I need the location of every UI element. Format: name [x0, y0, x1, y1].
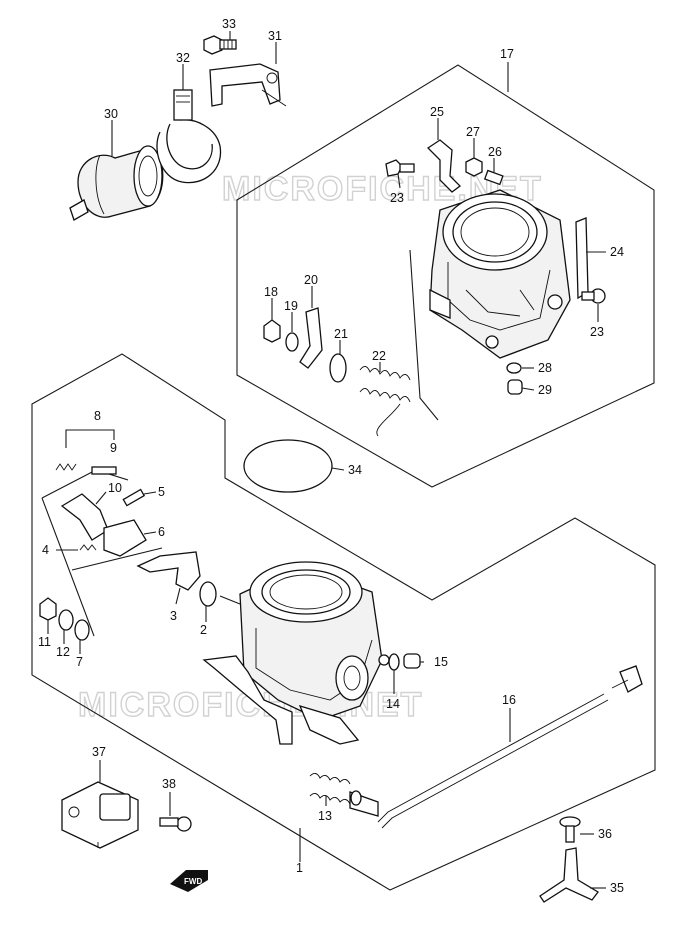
part-4-spring	[79, 544, 97, 551]
part-7-washer	[74, 619, 90, 641]
part-28-clip	[506, 362, 522, 374]
part-8-leader	[65, 429, 115, 448]
callout-27: 27	[466, 125, 480, 139]
part-36-screw	[559, 816, 581, 843]
fwd-label: FWD	[184, 877, 202, 886]
callout-6: 6	[158, 525, 165, 539]
callout-10: 10	[108, 481, 122, 495]
part-29-cap	[507, 379, 523, 395]
lower-link-outline-3	[41, 497, 95, 637]
callout-13: 13	[318, 809, 332, 823]
callout-2: 2	[200, 623, 207, 637]
part-24-link	[575, 217, 589, 300]
part-17-upper-throttle-body	[429, 189, 571, 359]
callout-32: 32	[176, 51, 190, 65]
part-25-bracket	[426, 139, 461, 193]
part-14-clip	[388, 653, 400, 671]
callout-19: 19	[284, 299, 298, 313]
callout-21: 21	[334, 327, 348, 341]
part-26-screw	[483, 169, 504, 186]
callout-37: 37	[92, 745, 106, 759]
part-21-washer	[329, 353, 347, 383]
callout-29: 29	[538, 383, 552, 397]
callout-24: 24	[610, 245, 624, 259]
callout-9: 9	[110, 441, 117, 455]
callout-1: 1	[296, 861, 303, 875]
part-22-spring	[359, 366, 411, 437]
callout-20: 20	[304, 273, 318, 287]
part-6-lever	[103, 519, 147, 557]
part-23-screw-upper	[385, 159, 415, 177]
callout-26: 26	[488, 145, 502, 159]
part-20-lever	[299, 307, 323, 369]
callout-18: 18	[264, 285, 278, 299]
part-5-screw	[122, 488, 146, 507]
callout-leaders	[47, 31, 606, 889]
part-3-bracket	[136, 551, 201, 591]
callout-4: 4	[42, 543, 49, 557]
part-18-nut	[263, 319, 281, 343]
callout-30: 30	[104, 107, 118, 121]
part-34-o-ring	[243, 439, 333, 493]
callout-36: 36	[598, 827, 612, 841]
callout-7: 7	[76, 655, 83, 669]
callout-25: 25	[430, 105, 444, 119]
callout-8: 8	[94, 409, 101, 423]
part-2-washer	[199, 581, 217, 607]
callout-28: 28	[538, 361, 552, 375]
part-27-nut	[465, 157, 483, 177]
callout-14: 14	[386, 697, 400, 711]
part-23-screw-right	[581, 288, 606, 304]
callout-15: 15	[434, 655, 448, 669]
callout-31: 31	[268, 29, 282, 43]
part-35-bracket	[539, 847, 599, 903]
part-33-bolt	[203, 35, 237, 55]
upper-assembly-frame	[236, 64, 655, 488]
part-11-nut	[39, 597, 57, 621]
lower-link-outline-2	[71, 547, 163, 571]
part-37-sensor	[61, 781, 139, 849]
part-19-washer	[285, 332, 299, 352]
part-30-sensor-body	[69, 145, 164, 221]
part-12-washer	[58, 609, 74, 631]
callout-23-upper: 23	[390, 191, 404, 205]
callout-23-right: 23	[590, 325, 604, 339]
callout-3: 3	[170, 609, 177, 623]
lower-assembly-frame	[31, 353, 656, 891]
part-9-screw	[91, 466, 117, 475]
callout-34: 34	[348, 463, 362, 477]
callout-22: 22	[372, 349, 386, 363]
fwd-arrow-icon: FWD	[170, 870, 208, 892]
callout-16: 16	[502, 693, 516, 707]
part-31-bracket	[209, 63, 287, 107]
part-10-lever	[60, 493, 109, 541]
part-9-spring	[55, 463, 77, 471]
callout-5: 5	[158, 485, 165, 499]
callout-12: 12	[56, 645, 70, 659]
callout-11: 11	[38, 635, 51, 649]
part-15-cap	[403, 653, 421, 669]
callout-17: 17	[500, 47, 514, 61]
part-13-spring	[309, 773, 351, 805]
callout-33: 33	[222, 17, 236, 31]
upper-subassembly-outline	[409, 249, 439, 421]
callout-labels: 33 31 32 30 17 25 27 26 23 24 23 18 19 2…	[38, 17, 624, 895]
callout-38: 38	[162, 777, 176, 791]
part-38-screw	[159, 816, 192, 832]
part-1-lower-throttle-body	[202, 561, 390, 745]
part-32-clamp	[156, 89, 222, 184]
callout-35: 35	[610, 881, 624, 895]
part-16-throttle-cable	[349, 665, 643, 829]
